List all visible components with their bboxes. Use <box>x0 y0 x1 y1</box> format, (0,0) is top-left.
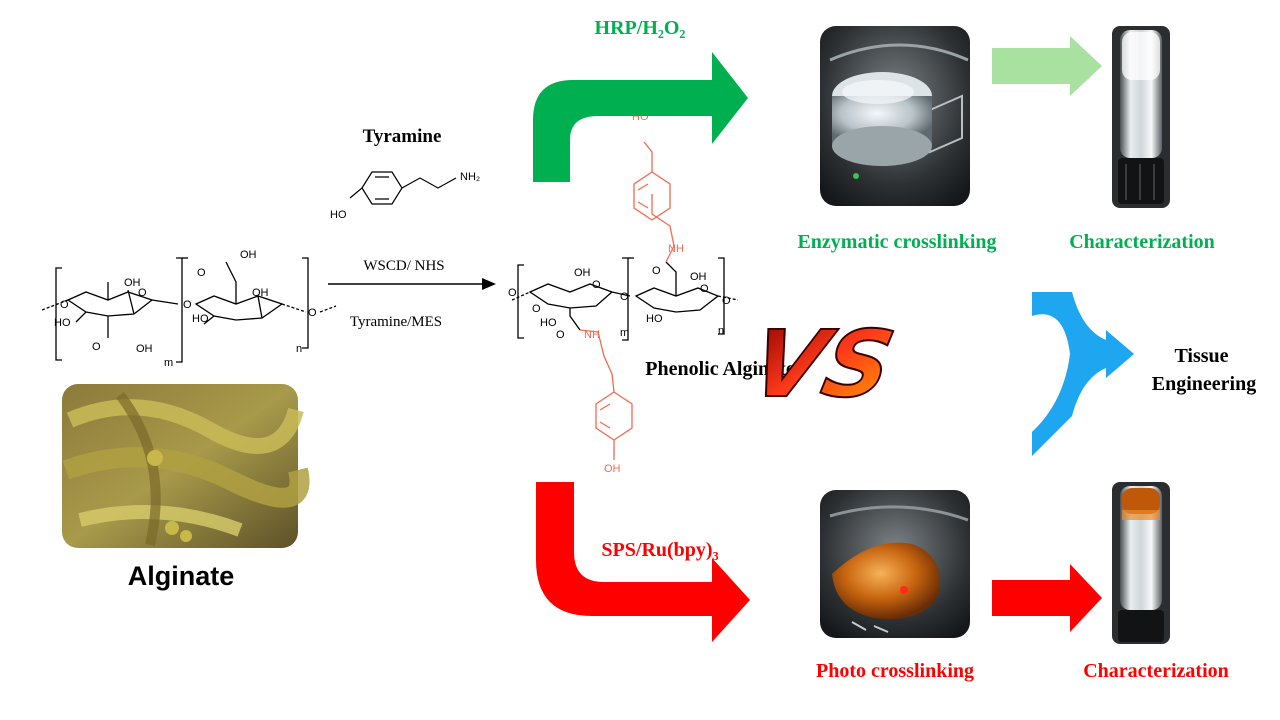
pa-atom-oh2: OH <box>690 271 707 283</box>
tyramine-atom-ho: HO <box>330 209 347 221</box>
enzymatic-pathway-arrow <box>533 52 748 182</box>
alginate-atom-ho1: HO <box>54 317 71 329</box>
alginate-atom-o5: O <box>308 307 317 319</box>
alginate-atom-o2: O <box>92 341 101 353</box>
alginate-atom-oh1: OH <box>124 277 141 289</box>
photo-system-label: SPS/Ru(bpy)₃ <box>601 539 718 561</box>
pa-atom-ho1: HO <box>540 317 557 329</box>
merge-arrow <box>1032 292 1134 456</box>
alginate-subscript-n: n <box>296 343 302 355</box>
alginate-subscript-m: m <box>164 357 173 369</box>
photo-characterization-arrow <box>992 564 1102 632</box>
pa-atom-o7: O <box>652 265 661 277</box>
alginate-atom-ho2: HO <box>192 313 209 325</box>
enzymatic-vial-photo <box>1112 26 1170 208</box>
pa-atom-o5: O <box>700 283 709 295</box>
alginate-structure <box>41 257 337 363</box>
photo-vial-photo <box>1112 482 1170 644</box>
enzymatic-crosslinking-label: Enzymatic crosslinking <box>797 231 996 253</box>
enzymatic-hydrogel-photo <box>820 26 970 206</box>
alginate-atom-o4: O <box>197 267 206 279</box>
tissue-engineering-text: Tissue <box>1174 345 1228 367</box>
pa-atom-o2: O <box>532 303 541 315</box>
alginate-atom-o1: O <box>60 299 69 311</box>
tissue-engineering-text-line2: Engineering <box>1152 373 1256 395</box>
pa-atom-o6: O <box>722 295 731 307</box>
pa-atom-o8: O <box>556 329 565 341</box>
pa-subscript-m: m <box>620 327 629 339</box>
alginate-label: Alginate <box>128 561 235 591</box>
versus-text: VS <box>742 311 902 418</box>
alginate-atom-o-ring1: O <box>138 287 147 299</box>
pa-atom-oh1: OH <box>574 267 591 279</box>
reaction-arrow-head <box>482 278 496 290</box>
reaction-conditions-top: WSCD/ NHS <box>363 258 444 274</box>
characterization-bottom-label: Characterization <box>1083 660 1229 682</box>
pa-atom-o1: O <box>508 287 517 299</box>
alginate-atom-oh2: OH <box>136 343 153 355</box>
photo-hydrogel-photo <box>820 490 970 638</box>
alginate-atom-oh3: OH <box>240 249 257 261</box>
photo-pathway-arrow <box>536 482 750 642</box>
characterization-top-label: Characterization <box>1069 231 1215 253</box>
alginate-atom-oh4: OH <box>252 287 269 299</box>
photo-crosslinking-label: Photo crosslinking <box>816 660 974 682</box>
pa-atom-o3: O <box>592 279 601 291</box>
alginate-seaweed-photo <box>62 384 310 548</box>
pa-atom-o4: O <box>620 291 629 303</box>
pa-atom-ho2: HO <box>646 313 663 325</box>
tissue-engineering-label: Tissue Engineering <box>1152 345 1256 395</box>
enzymatic-characterization-arrow <box>992 36 1102 96</box>
enzymatic-system-label: HRP/H₂O₂ <box>595 17 686 39</box>
tyramine-title: Tyramine <box>363 126 442 147</box>
reaction-conditions-bottom: Tyramine/MES <box>350 314 442 330</box>
tyramine-atom-nh2: NH₂ <box>460 171 480 183</box>
versus-graphic: VS <box>741 310 903 419</box>
pa-atom-nh1: NH <box>584 329 600 341</box>
tyramine-structure <box>349 171 457 205</box>
pa-atom-nh2: NH <box>668 243 684 255</box>
phenolic-alginate-structure: O O HO OH O O HO OH O O O O m n NH NH OH… <box>508 111 739 475</box>
alginate-atom-o3: O <box>183 299 192 311</box>
pa-atom-oh-bottom: OH <box>604 463 621 475</box>
phenolic-alginate-label: Phenolic Alginate <box>645 358 795 380</box>
pa-subscript-n: n <box>718 325 724 337</box>
